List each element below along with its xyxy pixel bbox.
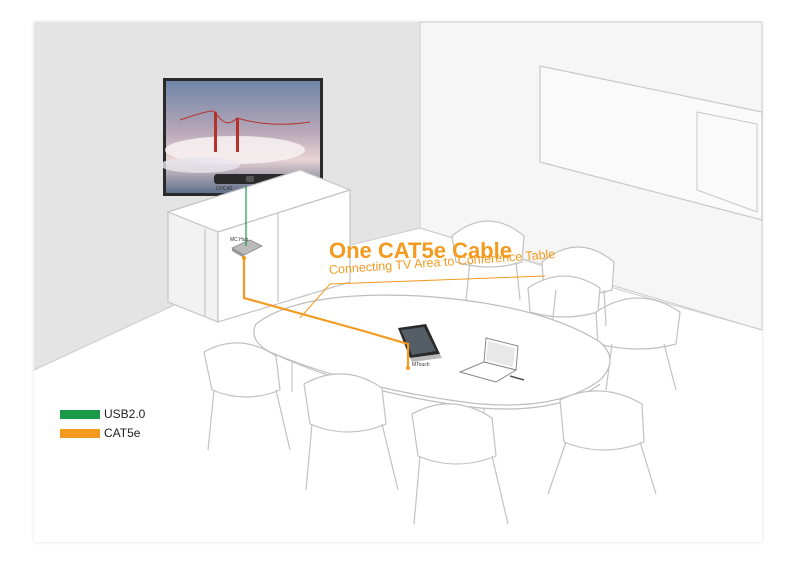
touch-panel-label: MTouch bbox=[412, 362, 430, 368]
hub-label: MC Hub bbox=[230, 237, 249, 243]
legend-item-cat5e: CAT5e bbox=[60, 425, 145, 441]
legend-label: CAT5e bbox=[104, 426, 141, 440]
whiteboard bbox=[539, 65, 763, 221]
legend-label: USB2.0 bbox=[104, 407, 146, 421]
cabinet bbox=[166, 169, 352, 323]
chairs-front bbox=[203, 342, 657, 525]
callout-leader bbox=[299, 275, 546, 319]
mc-hub-device bbox=[231, 239, 263, 258]
legend-swatch-cat5e bbox=[60, 428, 100, 438]
chairs-back bbox=[451, 220, 681, 391]
soundbar-label: UVC40 bbox=[216, 186, 233, 192]
legend: USB2.0 CAT5e bbox=[60, 406, 145, 444]
laptop bbox=[458, 337, 525, 383]
cat5e-cable bbox=[242, 258, 410, 368]
legend-swatch-usb bbox=[60, 409, 100, 419]
legend-item-usb: USB2.0 bbox=[60, 406, 145, 422]
callout-title: One CAT5e Cable bbox=[329, 238, 512, 263]
